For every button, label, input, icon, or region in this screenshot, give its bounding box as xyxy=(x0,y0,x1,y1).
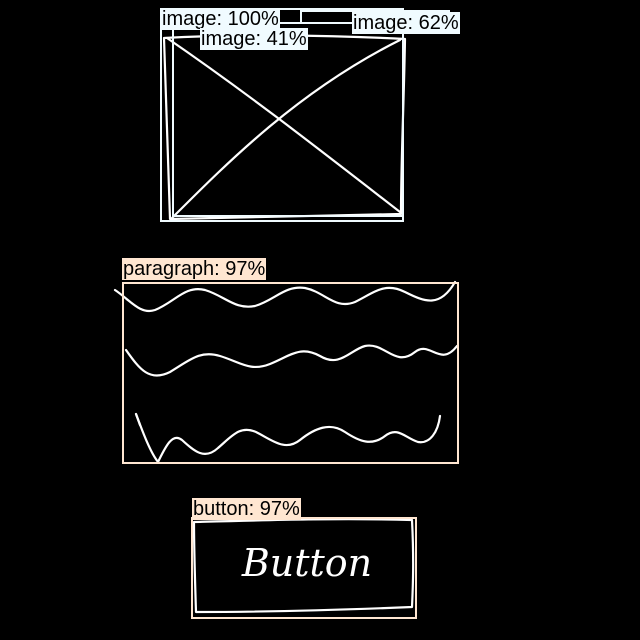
paragraph-sketch xyxy=(113,280,459,464)
paragraph-wave-line-2 xyxy=(124,344,459,377)
paragraph-detection-label: paragraph: 97% xyxy=(122,258,267,280)
image-detection-label-62: image: 62% xyxy=(352,12,460,34)
image-detection-label-100: image: 100% xyxy=(161,8,280,30)
image-detection-label-41: image: 41% xyxy=(200,28,308,50)
image-detection-box-41 xyxy=(172,22,404,217)
image-placeholder-sketch xyxy=(162,34,407,221)
image-sketch-diagonal-b xyxy=(165,36,402,214)
paragraph-detection-box xyxy=(122,282,459,464)
image-sketch-diagonal-a xyxy=(170,38,402,220)
paragraph-wave-line-1 xyxy=(113,280,457,313)
button-sketch-frame xyxy=(192,518,415,614)
paragraph-tick-mark xyxy=(134,412,142,427)
button-sketch-text: Button xyxy=(241,541,372,585)
button-sketch xyxy=(192,518,415,614)
button-detection-label: button: 97% xyxy=(192,498,301,520)
image-sketch-frame xyxy=(162,34,407,221)
paragraph-wave-line-3 xyxy=(134,412,442,464)
button-detection-box xyxy=(191,517,417,619)
